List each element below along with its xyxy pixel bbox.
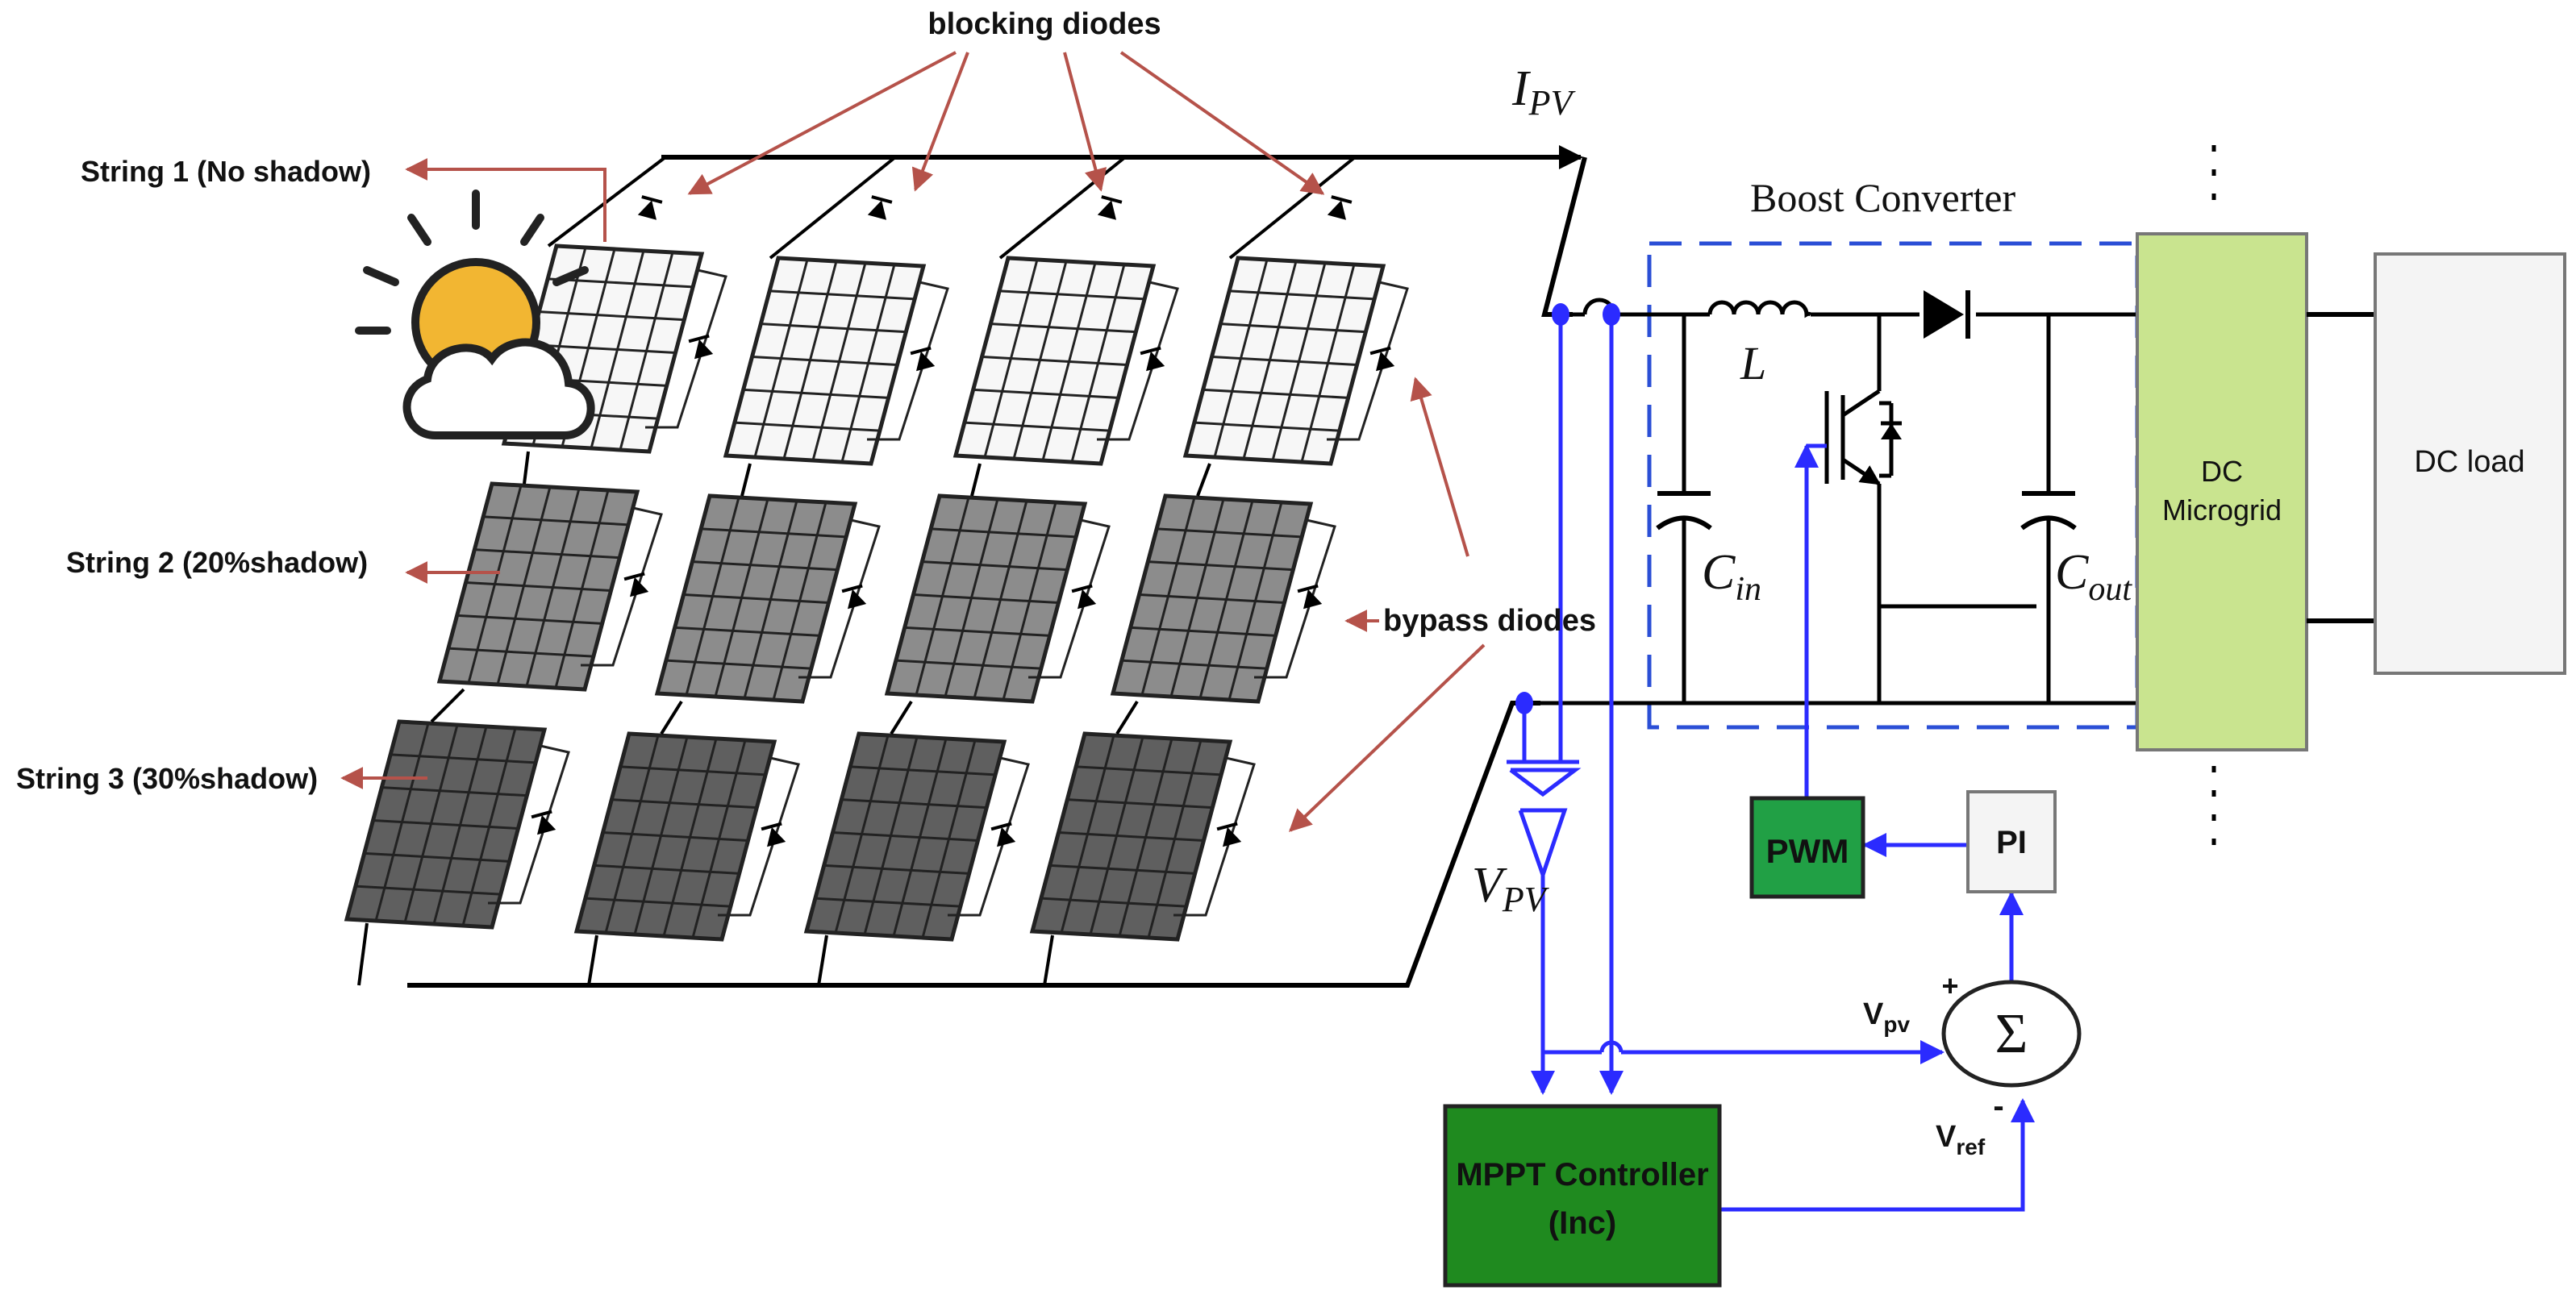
mppt-controller-block [1443,1104,1722,1288]
diode-icon [1924,290,1970,339]
cout-label: Cout [2055,545,2132,608]
bypass-diodes-label: bypass diodes [1383,604,1596,638]
dc-load-block [2374,252,2566,675]
cin-label: Cin [1702,545,1761,608]
string-lead [430,688,465,723]
ipv-label: IPV [1511,61,1577,123]
string-lead [970,463,982,497]
string-lead [660,700,683,735]
diode-icon [1140,346,1165,372]
pv-panel [344,719,570,930]
string-lead [740,463,752,497]
string-lead [890,700,913,735]
vpv-label: VPV [1472,858,1550,919]
string-lead [523,451,530,485]
control-signals [1507,314,2035,1212]
pi-block [1966,790,2057,893]
dc-load-label: DC load [2414,445,2524,479]
summing-junction [1941,980,2082,1088]
annotation-arrows [340,51,1486,832]
dc-microgrid-block [2136,232,2308,751]
string-lead [1196,463,1211,497]
pi-label: PI [1996,825,2027,860]
pv-panel [803,731,1030,942]
diode-icon [1097,195,1123,220]
pv-panel [1029,731,1256,942]
sense-dots [1515,303,1620,714]
diode-icon [1369,346,1395,372]
mppt-controller-label-line1: MPPT Controller [1456,1157,1708,1193]
string-lead [769,156,897,260]
blocking-diodes-label: blocking diodes [927,7,1161,41]
boost-converter-title: Boost Converter [1750,175,2015,220]
pv-panel [884,493,1111,704]
pv-panel [436,481,663,692]
string-lead [1115,700,1139,735]
pv-panel [654,493,881,704]
string3-label: String 3 (30%shadow) [16,762,318,795]
diode-icon [990,822,1016,847]
string-lead [547,156,667,248]
vref-label: Vref [1936,1120,1986,1159]
diode-icon [623,572,649,597]
string-lead [1043,934,1054,986]
string2-label: String 2 (20%shadow) [66,546,368,579]
diode-icon [688,334,714,360]
string-lead [587,934,598,986]
pv-panel-array [344,156,1409,986]
string-lead [1228,156,1357,260]
inductor-icon [1707,300,1812,318]
summing-symbol: Σ [1995,1003,2028,1065]
string-lead [817,934,828,986]
diode-icon [841,584,867,610]
diode-icon [637,195,663,220]
diode-icon [1216,822,1242,847]
igbt-icon [1824,389,1902,486]
pv-panel [952,256,1179,466]
pwm-label: PWM [1766,832,1849,870]
diode-icon [910,346,936,372]
inductor-label: L [1740,337,1766,389]
minus-sign: - [1993,1088,2003,1124]
dc-microgrid-label-line2: Microgrid [2162,493,2282,527]
capacitor-icon [1656,491,1712,531]
diode-icon [1297,584,1323,610]
diode-icon [867,195,893,220]
boost-converter: Boost Converter L Cin Cout [1540,175,2140,730]
string-lead [357,922,369,986]
diode-icon [1071,584,1097,610]
capacitor-icon [2020,491,2077,531]
mppt-controller-label-line2: (Inc) [1549,1205,1616,1241]
pv-panel [573,731,800,942]
pv-panel [1182,256,1409,466]
dc-microgrid-label-line1: DC [2201,455,2243,488]
plus-sign: + [1941,969,1958,1002]
pwm-block [1749,796,1865,899]
vpv-signal-label: Vpv [1863,997,1910,1037]
string1-label: String 1 (No shadow) [81,155,371,188]
pv-panel [723,256,949,466]
dc-microgrid-section: DC Microgrid DC load [2136,145,2566,855]
sun-cloud-icon [355,189,595,439]
diode-icon [531,810,556,835]
diode-icon [761,822,786,847]
pv-panel [1110,493,1336,704]
diode-icon [1327,195,1353,220]
